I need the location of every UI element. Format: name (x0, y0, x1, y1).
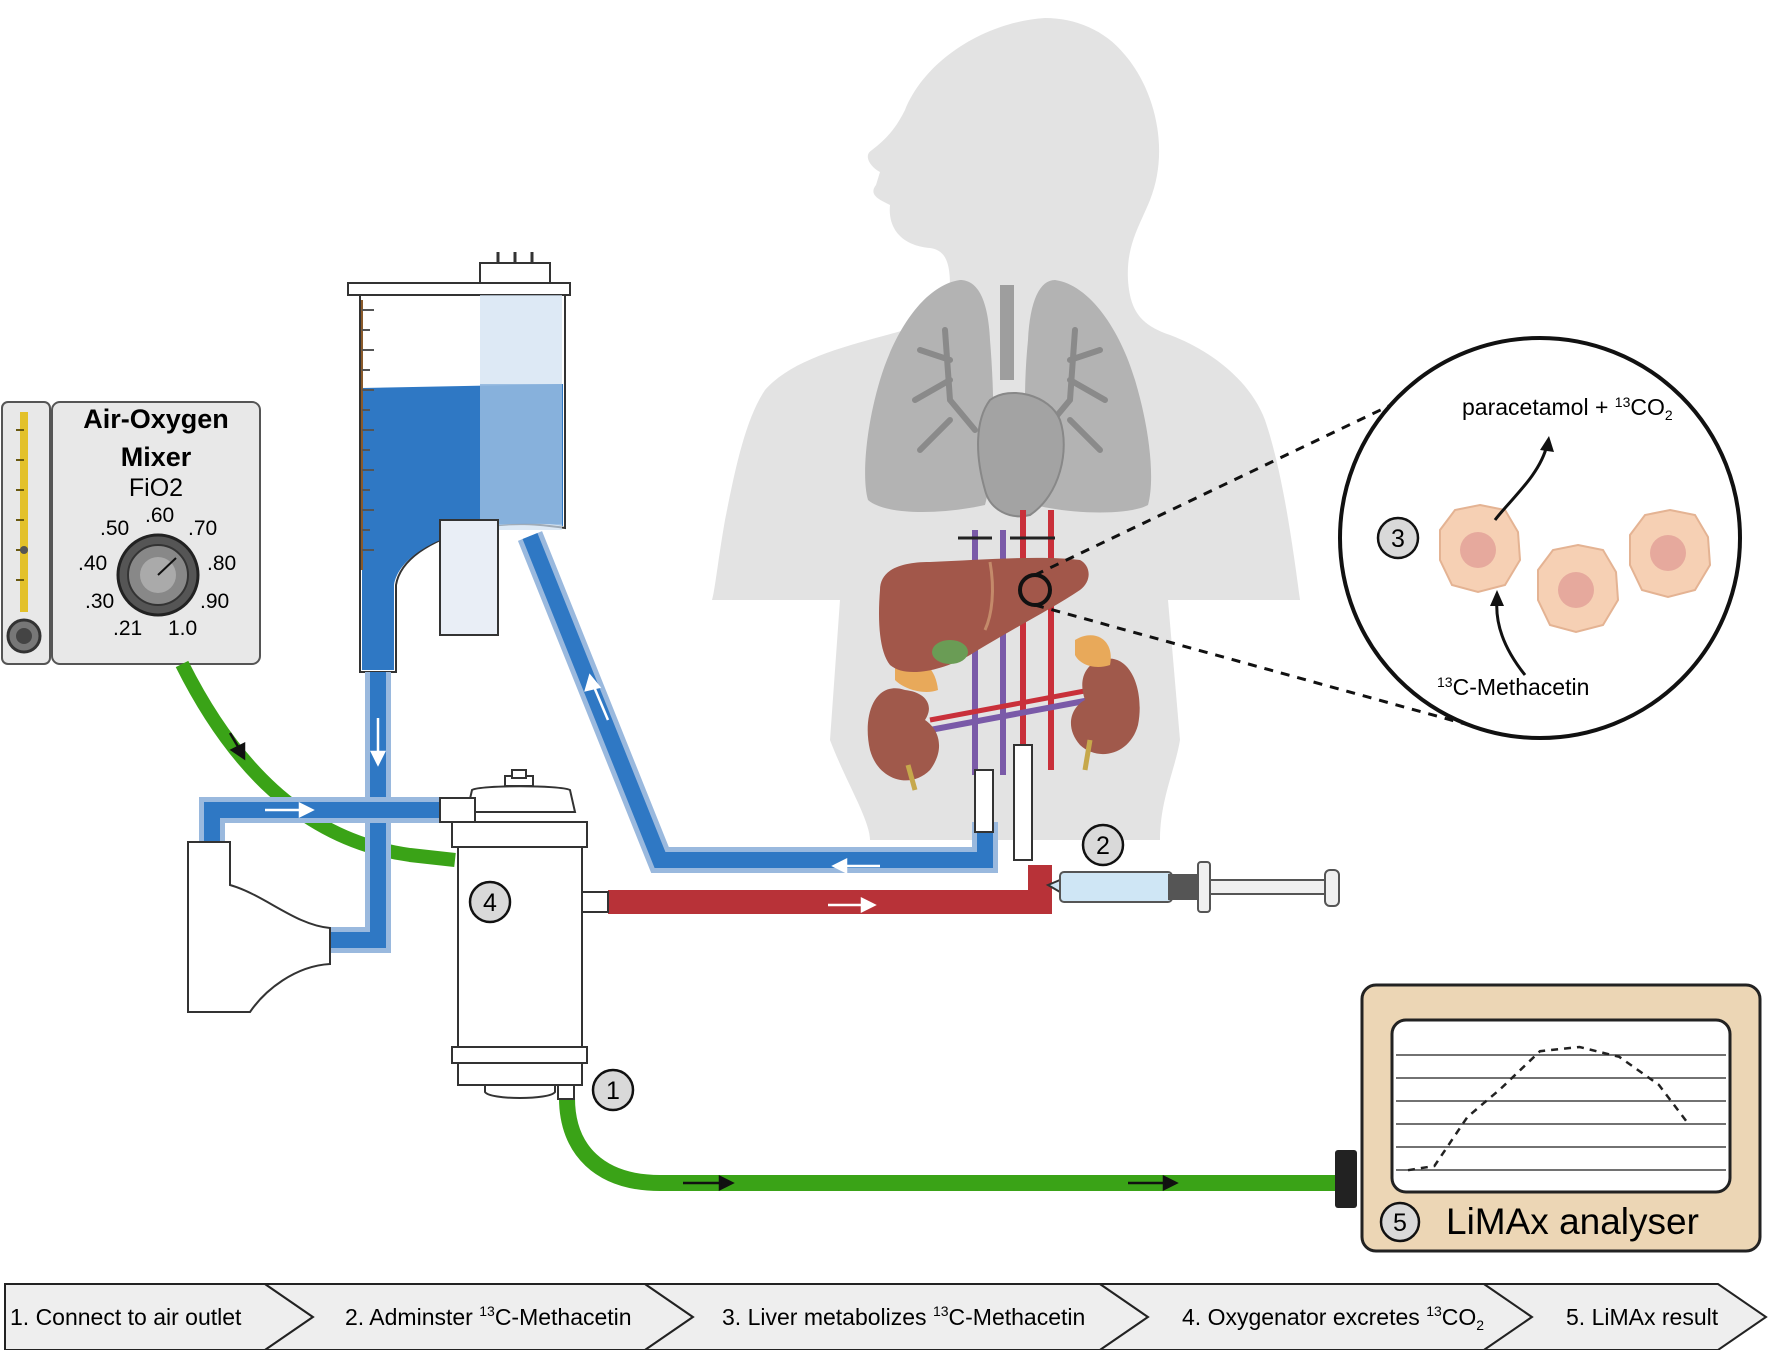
analyser-label: LiMAx analyser (1446, 1201, 1699, 1242)
exhaust-gas-line (559, 1097, 1335, 1191)
product-arrow (1493, 444, 1549, 521)
kidneys (867, 635, 1140, 791)
analyser-screen (1390, 1018, 1732, 1194)
mixer-subtitle: FiO2 (129, 474, 183, 502)
step-3-label: 3. Liver metabolizes 13C-Methacetin (722, 1303, 1085, 1330)
flow-arrows (228, 673, 1179, 1192)
svg-text:2: 2 (1096, 832, 1110, 860)
step-2-sup: 13 (479, 1303, 495, 1319)
screen-grid (1396, 1054, 1726, 1171)
dial-label: .40 (78, 552, 107, 575)
marker-5: 5 (1393, 1209, 1407, 1237)
heart (977, 391, 1065, 518)
inset-product-prefix: paracetamol + (1462, 394, 1615, 420)
analyser-connector (1335, 1150, 1357, 1208)
step-bar: 1. Connect to air outlet 2. Adminster 13… (4, 1283, 1768, 1350)
dial-labels: .50 .60 .70 .40 .80 .30 .90 .21 1.0 (78, 504, 236, 640)
air-oxygen-mixer: Air-Oxygen Mixer FiO2 .50 .60 .70 .40 .8… (1, 401, 261, 665)
right-lung (865, 280, 994, 512)
step-1-prefix: 1. Connect to air outlet (10, 1304, 242, 1330)
step-3-rest: C-Methacetin (949, 1304, 1086, 1330)
inset-product-co: CO (1630, 394, 1665, 420)
marker-1: 1 (591, 1068, 635, 1112)
step-4-rest: CO (1442, 1304, 1477, 1330)
great-vessels (929, 510, 1091, 775)
lungs (865, 280, 1152, 518)
dial-label: .60 (145, 504, 174, 527)
step-5-prefix: 5. LiMAx result (1566, 1304, 1719, 1330)
step-3-sup: 13 (933, 1303, 949, 1319)
dial-label: 1.0 (168, 617, 197, 640)
mixer-panel (51, 401, 261, 665)
step-markers: 1 2 3 4 (468, 516, 1420, 1112)
inset-substrate-sup: 13 (1437, 674, 1453, 690)
step-2-label: 2. Adminster 13C-Methacetin (345, 1303, 632, 1330)
step-5-label: 5. LiMAx result (1566, 1304, 1719, 1330)
inset-substrate-label: 13C-Methacetin (1437, 674, 1589, 700)
dial-label: .21 (113, 617, 142, 640)
step-4-label: 4. Oxygenator excretes 13CO2 (1182, 1303, 1484, 1333)
mixer-title-line1: Air-Oxygen (83, 404, 229, 434)
hepatocytes (1439, 503, 1712, 634)
marker-4: 4 (468, 880, 512, 924)
step-3-prefix: 3. Liver metabolizes (722, 1304, 933, 1330)
marker-2: 2 (1081, 823, 1125, 867)
svg-text:3: 3 (1391, 525, 1405, 553)
limax-analyser: 5 LiMAx analyser (1360, 983, 1762, 1253)
step-4-sup: 13 (1426, 1303, 1442, 1319)
syringe (1045, 861, 1340, 913)
hepatocyte-zoom-inset: paracetamol + 13CO2 13C-Methacetin (1034, 336, 1742, 740)
arterial-circuit (608, 744, 1052, 914)
step-2-prefix: 2. Adminster (345, 1304, 479, 1330)
inset-product-sup: 13 (1615, 394, 1631, 410)
step-5-chevron (1480, 1283, 1768, 1350)
dial-label: .90 (200, 590, 229, 613)
marker-3: 3 (1376, 516, 1420, 560)
step-4-sub: 2 (1476, 1317, 1484, 1333)
substrate-arrow (1495, 599, 1527, 676)
breath-test-trace (1407, 1045, 1690, 1172)
fio2-dial[interactable] (116, 533, 200, 617)
dial-label: .70 (188, 517, 217, 540)
dial-label: .50 (100, 517, 129, 540)
step-4-prefix: 4. Oxygenator excretes (1182, 1304, 1426, 1330)
venous-reservoir (347, 252, 571, 673)
step-1-label: 1. Connect to air outlet (10, 1304, 242, 1330)
step-2-rest: C-Methacetin (495, 1304, 632, 1330)
centrifugal-pump (187, 841, 331, 1013)
trachea (1000, 285, 1014, 380)
svg-text:1: 1 (606, 1077, 620, 1105)
dial-label: .30 (85, 590, 114, 613)
inset-product-label: paracetamol + 13CO2 (1462, 394, 1673, 423)
mixer-title-line2: Mixer (121, 442, 192, 472)
inset-product-sub: 2 (1665, 407, 1673, 423)
oxygenator (439, 769, 609, 1100)
inset-substrate-rest: C-Methacetin (1453, 674, 1590, 700)
dial-label: .80 (207, 552, 236, 575)
svg-text:4: 4 (483, 889, 497, 917)
